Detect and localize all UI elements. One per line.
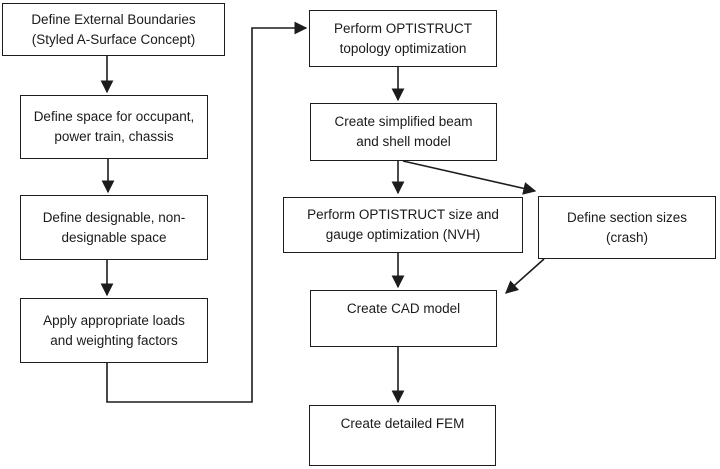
node-apply-loads: Apply appropriate loads and weighting fa… [20, 298, 208, 363]
node-label-line: Create detailed FEM [340, 416, 465, 431]
node-label-line: Apply appropriate loads [43, 312, 185, 328]
node-define-external-boundaries: Define External Boundaries (Styled A-Sur… [2, 3, 225, 56]
node-label-line: designable space [61, 229, 167, 245]
node-label-line: Create CAD model [346, 301, 461, 316]
node-size-gauge-optimization: Perform OPTISTRUCT size and gauge optimi… [283, 197, 523, 253]
node-label-line: Define designable, non- [42, 209, 186, 225]
node-define-space: Define space for occupant, power train, … [20, 95, 208, 159]
node-label-line: Create simplified beam [334, 114, 473, 129]
node-detailed-fem: Create detailed FEM [309, 405, 496, 466]
node-topology-optimization: Perform OPTISTRUCT topology optimization [309, 10, 497, 67]
node-label-line: (Styled A-Surface Concept) [31, 31, 196, 47]
node-label-line: Define space for occupant, [33, 109, 195, 124]
node-define-designable: Define designable, non- designable space [20, 195, 208, 260]
node-cad-model: Create CAD model [310, 290, 497, 347]
node-section-sizes: Define section sizes (crash) [538, 196, 716, 259]
node-beam-shell-model: Create simplified beam and shell model [310, 103, 497, 161]
node-label-line: power train, chassis [54, 129, 174, 144]
node-label-line: topology optimization [339, 40, 467, 56]
edge-loads-to-topology [106, 21, 308, 403]
edge-beamshell-to-sectionsizes [402, 160, 537, 195]
node-label-line: Perform OPTISTRUCT [333, 20, 472, 36]
node-label-line: and shell model [356, 134, 451, 149]
node-label-line: gauge optimization (NVH) [325, 227, 481, 242]
node-label-line: (crash) [605, 229, 648, 245]
node-label-line: Perform OPTISTRUCT size and [307, 207, 499, 222]
node-label-line: and weighting factors [50, 332, 178, 348]
node-label-line: Define External Boundaries [31, 11, 196, 27]
edge-sectionsizes-to-cad [505, 258, 545, 294]
node-label-line: Define section sizes [566, 209, 688, 225]
